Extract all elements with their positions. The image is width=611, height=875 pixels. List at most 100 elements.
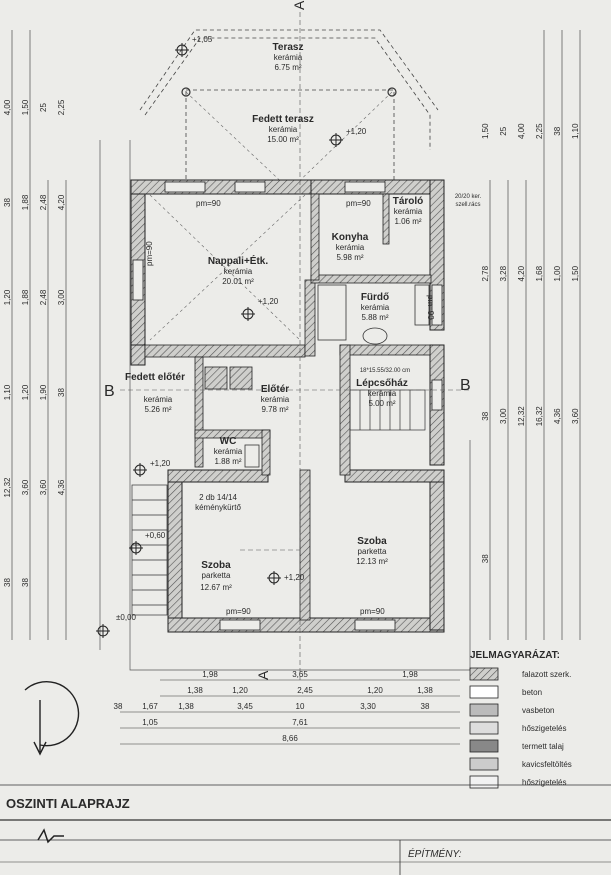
dim-left-6: 1,88 <box>21 194 30 210</box>
legend-label-5: termett talaj <box>522 742 564 751</box>
bottom-dimension-texts: 1,98 3,65 1,98 1,38 1,20 2,45 1,20 1,38 … <box>114 670 434 743</box>
signature-mark <box>37 828 64 844</box>
dim-left-19: 3,60 <box>39 479 48 495</box>
terrace-column-left <box>181 87 191 97</box>
dim-b3-1: 38 <box>114 702 123 711</box>
dim-b3-5: 10 <box>296 702 305 711</box>
tarolo-floor: kerámia <box>394 207 423 216</box>
level-4: +1,20 <box>150 459 171 468</box>
dim-b3-6: 3,30 <box>360 702 376 711</box>
dim-left-8: 4,20 <box>57 194 66 210</box>
dim-left-18: 3,60 <box>21 479 30 495</box>
konyha-floor: kerámia <box>336 243 365 252</box>
level-2: +1,20 <box>346 127 367 136</box>
dim-right-12: 1,50 <box>571 265 580 281</box>
epitmeny-label: ÉPÍTMÉNY: <box>408 847 462 860</box>
dim-left-21: 38 <box>3 578 12 587</box>
bath-fixtures <box>244 284 430 468</box>
fedett-terasz-floor: kerámia <box>269 125 298 134</box>
dim-right-8: 3,28 <box>499 265 508 281</box>
dim-left-22: 38 <box>21 578 30 587</box>
legend-label-3: vasbeton <box>522 706 554 715</box>
dim-b3-4: 3,45 <box>237 702 253 711</box>
level-1: +1,05 <box>192 35 213 44</box>
szoba1-floor: parketta <box>202 571 231 580</box>
stair-note: 18*15.55/32.00 cm <box>360 368 410 374</box>
tarolo-name: Tároló <box>393 196 424 207</box>
fedett-terasz-area: 15.00 m² <box>267 135 299 144</box>
window-label-4: pm=90 <box>360 607 385 616</box>
legend-swatch-6 <box>469 757 499 771</box>
eloter-floor: kerámia <box>261 395 290 404</box>
dim-b1-1: 1,98 <box>202 670 218 679</box>
section-b-left: B <box>104 383 115 400</box>
dim-left-20: 4,36 <box>57 479 66 495</box>
dim-b3-7: 38 <box>421 702 430 711</box>
legend-swatch-3 <box>469 703 499 717</box>
level-texts: +1,05 +1,20 +1,20 +1,20 +1,20 +0,60 ±0,0… <box>116 35 367 622</box>
dashed-guides <box>120 12 470 680</box>
dim-b1-3: 1,98 <box>402 670 418 679</box>
eloter-area: 9.78 m² <box>261 405 288 414</box>
furdo-area: 5.88 m² <box>361 313 388 322</box>
fedett-eloter-area: 5.26 m² <box>144 405 171 414</box>
dim-left-1: 4,00 <box>3 99 12 115</box>
eloter-name: Előtér <box>261 384 289 395</box>
right-dimension-lines <box>489 30 581 640</box>
dim-right-10: 1,68 <box>535 265 544 281</box>
lepcsohaz-area: 5.00 m² <box>368 399 395 408</box>
dim-left-10: 1,88 <box>21 289 30 305</box>
level-3: +1,20 <box>258 297 279 306</box>
terrace-outline <box>139 29 439 183</box>
section-marks: A A B B <box>104 0 471 680</box>
dim-b2-5: 1,38 <box>417 686 433 695</box>
dim-b2-2: 1,20 <box>232 686 248 695</box>
terasz-area: 6.75 m² <box>274 63 301 72</box>
section-a-bottom: A <box>255 670 271 680</box>
chimney-note-1: 2 db 14/14 <box>199 493 237 502</box>
szoba1-area: 12.67 m² <box>200 583 232 592</box>
legend-label-2: beton <box>522 688 542 697</box>
dim-right-19: 38 <box>481 554 490 563</box>
level-5: +1,20 <box>284 573 305 582</box>
window-label-6: pm=90 <box>426 295 435 320</box>
dim-right-7: 2,78 <box>481 265 490 281</box>
vent-note-2: szell.rács <box>455 202 480 208</box>
nappali-area: 20.01 m² <box>222 277 254 286</box>
windows <box>132 181 443 631</box>
furdo-name: Fürdő <box>361 292 389 303</box>
konyha-name: Konyha <box>332 232 369 243</box>
dim-left-13: 1,10 <box>3 384 12 400</box>
level-markers <box>96 43 343 638</box>
szoba2-floor: parketta <box>358 547 387 556</box>
szoba2-area: 12.13 m² <box>356 557 388 566</box>
dim-right-1: 1,50 <box>481 123 490 139</box>
dim-right-3: 4,00 <box>517 123 526 139</box>
dim-right-9: 4,20 <box>517 265 526 281</box>
fedett-eloter-name: Fedett előtér <box>125 372 185 383</box>
roof-diagonals <box>149 91 393 341</box>
dim-left-11: 2,48 <box>39 289 48 305</box>
wc-name: WC <box>220 436 237 447</box>
floorplan-title: OSZINTI ALAPRAJZ <box>6 796 130 811</box>
dim-left-5: 38 <box>3 198 12 207</box>
window-label-5: pm=90 <box>145 241 154 266</box>
dim-right-16: 16,32 <box>535 406 544 427</box>
window-labels: pm=90 pm=90 pm=90 pm=90 pm=90 pm=90 <box>145 199 435 616</box>
dim-left-9: 1,20 <box>3 289 12 305</box>
konyha-area: 5.98 m² <box>336 253 363 262</box>
legend-title: JELMAGYARÁZAT: <box>470 648 560 661</box>
dim-right-2: 25 <box>499 126 508 135</box>
window-label-1: pm=90 <box>196 199 221 208</box>
chimney <box>204 366 253 390</box>
dim-right-11: 1,00 <box>553 265 562 281</box>
left-dimension-lines <box>11 30 67 640</box>
section-a-top: A <box>291 0 307 10</box>
staircase <box>131 389 426 616</box>
szoba1-name: Szoba <box>201 560 231 571</box>
legend: JELMAGYARÁZAT: falazott szerk.betonvasbe… <box>469 648 572 789</box>
legend-label-4: hőszigetelés <box>522 724 566 733</box>
